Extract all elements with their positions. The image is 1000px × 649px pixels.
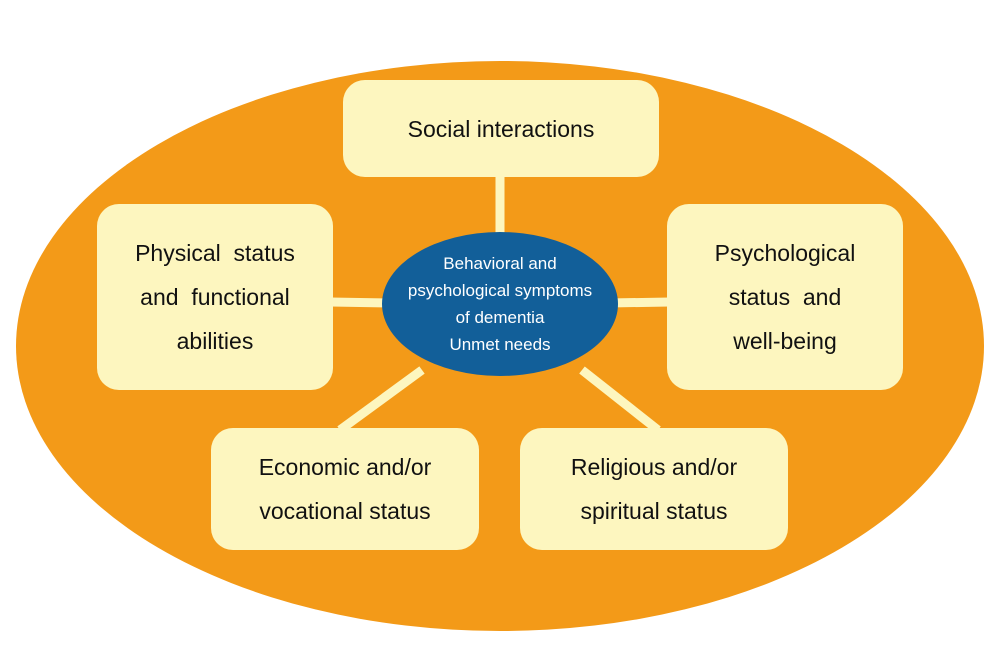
center-line-1: Behavioral and: [443, 254, 557, 273]
node-economic-status: Economic and/or vocational status: [211, 428, 479, 550]
node-economic-line-2: vocational status: [259, 498, 431, 524]
connectors: [329, 175, 671, 434]
center-line-2: psychological symptoms: [407, 281, 593, 300]
node-psychological-line-2: status and: [728, 284, 842, 310]
node-social-interactions: Social interactions: [343, 80, 659, 177]
connector-economic: [337, 366, 425, 434]
center-line-4: Unmet needs: [449, 335, 551, 354]
node-religious-status: Religious and/or spiritual status: [520, 428, 788, 550]
node-psychological-status: Psychological status and well-being: [667, 204, 903, 390]
node-physical-status: Physical status and functional abilities: [97, 204, 333, 390]
center-hub-bpsd: Behavioral and psychological symptoms of…: [382, 232, 618, 376]
node-economic-line-1: Economic and/or: [258, 454, 432, 480]
node-religious-line-2: spiritual status: [580, 498, 728, 524]
center-line-3: of dementia: [455, 308, 545, 327]
connector-physical: [329, 297, 393, 308]
node-physical-line-3: abilities: [176, 328, 254, 354]
node-physical-line-2: and functional: [140, 284, 290, 310]
node-physical-line-1: Physical status: [135, 240, 295, 266]
node-psychological-line-1: Psychological: [714, 240, 856, 266]
connector-religious: [579, 366, 661, 434]
node-psychological-line-3: well-being: [733, 328, 837, 354]
node-religious-line-1: Religious and/or: [570, 454, 738, 480]
connector-psychological: [607, 297, 671, 308]
node-social-line-1: Social interactions: [407, 115, 595, 142]
